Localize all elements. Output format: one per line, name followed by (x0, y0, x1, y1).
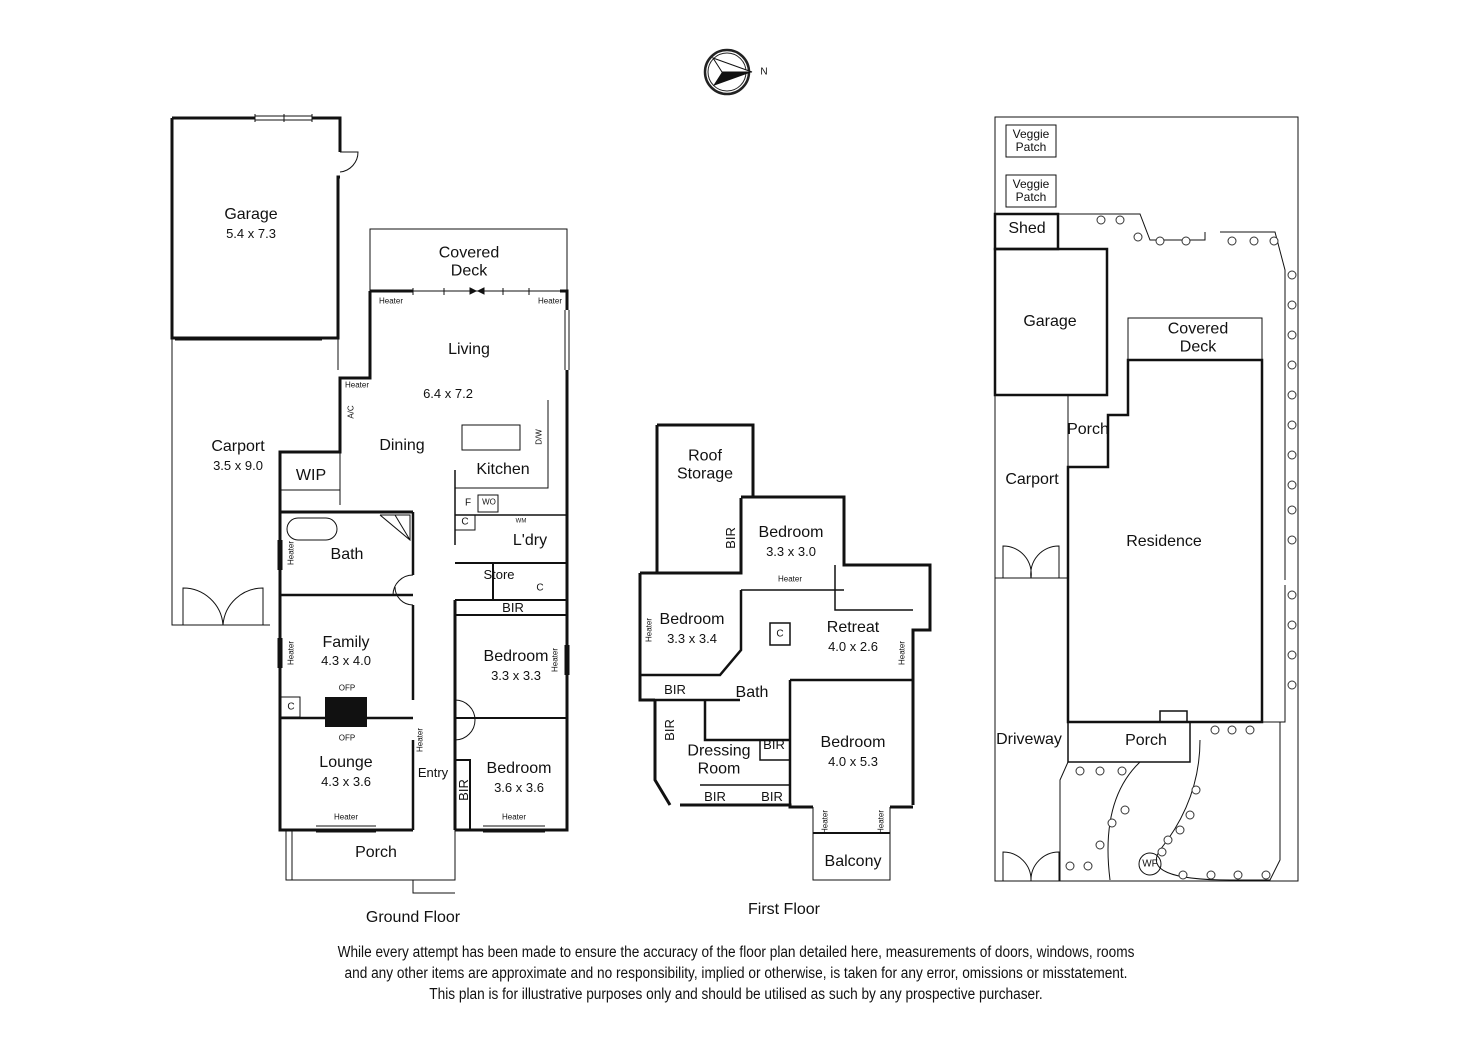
room-bedroom-ff-3-dims: 4.0 x 5.3 (828, 753, 878, 769)
site-shed: Shed (1008, 220, 1046, 238)
room-bedroom-gf-1-dims: 3.3 x 3.3 (491, 667, 541, 683)
heater-label: Heater (286, 540, 296, 566)
room-garage-dims: 5.4 x 7.3 (226, 225, 276, 241)
room-covered-deck: Covered Deck (438, 244, 500, 279)
heater-label: Heater (876, 809, 886, 835)
fireplace-label: OFP (338, 733, 356, 743)
bir-label: BIR (502, 599, 524, 615)
site-veggie-patch: Veggie Patch (1012, 126, 1050, 154)
room-entry: Entry (417, 764, 449, 780)
heater-label: Heater (644, 617, 654, 643)
room-carport-dims: 3.5 x 9.0 (213, 457, 263, 473)
fridge-label: F (464, 497, 472, 509)
room-family-dims: 4.3 x 4.0 (321, 652, 371, 668)
room-kitchen: Kitchen (476, 461, 530, 479)
washing-machine-label: WM (515, 518, 527, 525)
wall-oven-label: WO (482, 497, 496, 507)
room-store: Store (483, 566, 515, 582)
first-floor-walls (638, 423, 932, 881)
room-bedroom-ff-1: Bedroom (758, 524, 824, 542)
bir-label: BIR (763, 736, 785, 752)
room-family: Family (322, 634, 370, 652)
room-dining: Dining (379, 437, 425, 455)
room-bedroom-gf-2-dims: 3.6 x 3.6 (494, 779, 544, 795)
site-porch-front: Porch (1125, 732, 1167, 750)
site-porch: Porch (1067, 421, 1109, 439)
cupboard-label: C (536, 582, 544, 594)
fireplace-label: OFP (338, 683, 356, 693)
room-living-dims: 6.4 x 7.2 (423, 385, 473, 401)
room-bath: Bath (330, 546, 364, 564)
disclaimer: While every attempt has been made to ens… (88, 942, 1383, 1005)
room-bedroom-ff-2: Bedroom (659, 611, 725, 629)
heater-label: Heater (378, 296, 404, 306)
site-water-feature: WF (1142, 858, 1158, 870)
room-wip: WIP (295, 467, 327, 485)
site-veggie-patch: Veggie Patch (1012, 176, 1050, 204)
room-laundry: L'dry (512, 532, 548, 550)
heater-label: Heater (501, 812, 527, 822)
site-covered-deck: Covered Deck (1167, 320, 1229, 355)
cupboard-label: C (287, 701, 295, 713)
first-floor-caption: First Floor (748, 901, 820, 919)
disclaimer-line: and any other items are approximate and … (344, 965, 1128, 982)
disclaimer-line: While every attempt has been made to ens… (337, 944, 1135, 961)
room-retreat: Retreat (826, 619, 880, 637)
room-bedroom-ff-2-dims: 3.3 x 3.4 (667, 630, 717, 646)
room-lounge-dims: 4.3 x 3.6 (321, 773, 371, 789)
room-dressing-room: Dressing Room (687, 742, 751, 777)
bir-label: BIR (722, 527, 738, 549)
shrub-markers (1065, 215, 1297, 880)
room-garage: Garage (224, 206, 278, 224)
bir-label: BIR (455, 779, 471, 801)
site-garage: Garage (1023, 313, 1077, 331)
dishwasher-label: D/W (534, 429, 544, 445)
heater-label: Heater (820, 809, 830, 835)
heater-label: Heater (344, 380, 370, 390)
room-retreat-dims: 4.0 x 2.6 (828, 638, 878, 654)
room-bath-ff: Bath (735, 684, 769, 702)
site-plan-linework (993, 116, 1299, 882)
compass-north-label: N (760, 66, 768, 78)
bir-label: BIR (704, 788, 726, 804)
heater-label: Heater (537, 296, 563, 306)
heater-label: Heater (897, 640, 907, 666)
ground-floor-caption: Ground Floor (365, 909, 461, 927)
bir-label: BIR (761, 788, 783, 804)
bir-label: BIR (664, 681, 686, 697)
ac-label: A/C (346, 405, 356, 419)
room-roof-storage: Roof Storage (676, 447, 734, 482)
room-bedroom-ff-3: Bedroom (820, 734, 886, 752)
heater-label: Heater (286, 640, 296, 666)
site-residence: Residence (1126, 533, 1202, 551)
room-lounge: Lounge (319, 754, 373, 772)
ground-floor-walls (170, 114, 570, 894)
cupboard-label: C (776, 628, 784, 640)
cupboard-label: C (461, 516, 469, 528)
heater-label: Heater (333, 812, 359, 822)
heater-label: Heater (415, 727, 425, 753)
disclaimer-line: This plan is for illustrative purposes o… (429, 986, 1043, 1003)
compass-icon (703, 48, 753, 96)
room-bedroom-gf-2: Bedroom (486, 760, 552, 778)
room-bedroom-gf-1: Bedroom (483, 648, 549, 666)
room-living: Living (448, 341, 490, 359)
heater-label: Heater (550, 647, 560, 673)
site-driveway: Driveway (996, 731, 1062, 749)
room-porch: Porch (355, 844, 397, 862)
room-balcony: Balcony (824, 853, 882, 871)
room-bedroom-ff-1-dims: 3.3 x 3.0 (766, 543, 816, 559)
heater-label: Heater (777, 574, 803, 584)
site-carport: Carport (1005, 471, 1059, 489)
room-carport: Carport (211, 438, 265, 456)
bir-label: BIR (661, 719, 677, 741)
